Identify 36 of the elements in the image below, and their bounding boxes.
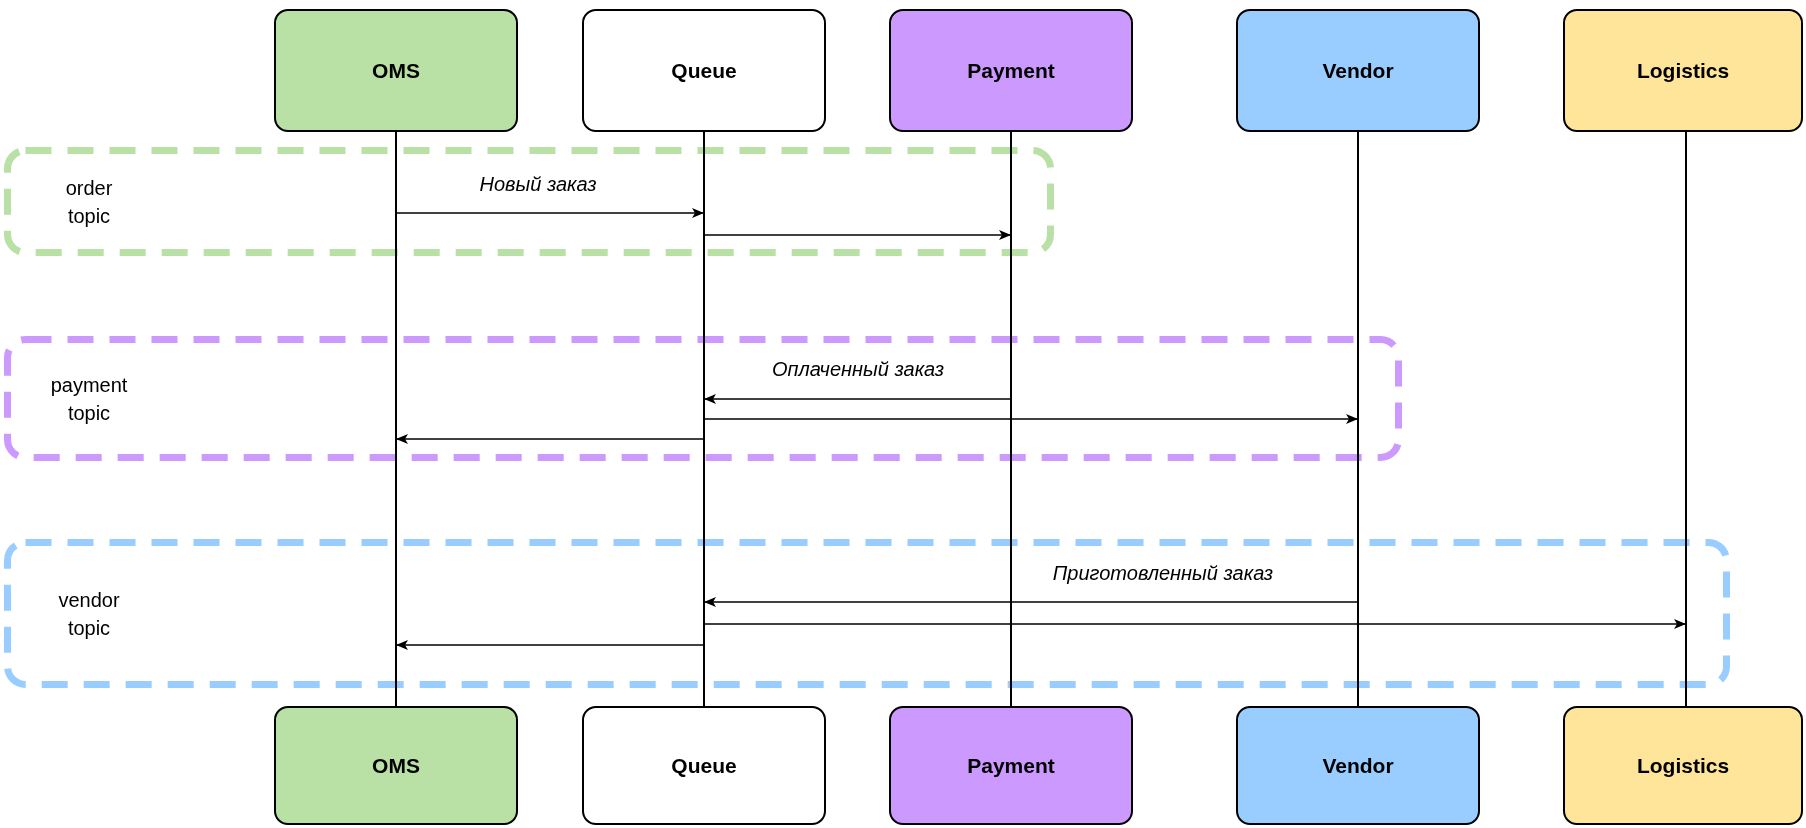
lifeline (1010, 132, 1012, 706)
participant-name: Payment (967, 752, 1055, 779)
participant-name: Vendor (1322, 752, 1394, 779)
participant-box (1563, 706, 1803, 825)
participant-name: OMS (372, 57, 420, 84)
message-arrow (704, 597, 1358, 607)
message-arrow (704, 394, 1011, 404)
participant-name: Logistics (1636, 57, 1730, 84)
message-arrow (704, 619, 1686, 629)
participant-name: Vendor (1322, 57, 1394, 84)
participant-box (582, 9, 826, 132)
participant-box (1236, 706, 1480, 825)
participant-name: Logistics (1636, 752, 1730, 779)
group-label: order topic (64, 175, 114, 229)
message-arrow (396, 208, 704, 218)
participant-box (889, 706, 1133, 825)
lifeline (395, 132, 397, 706)
participant-box (582, 706, 826, 825)
lifeline (703, 132, 705, 706)
participant-box (889, 9, 1133, 132)
participant-box (274, 9, 518, 132)
participant-box (274, 706, 518, 825)
participant-name: Queue (671, 57, 737, 84)
message-arrow (704, 230, 1011, 240)
participant-name: OMS (372, 752, 420, 779)
group-label: vendor topic (57, 587, 121, 641)
participant-name: Queue (671, 752, 737, 779)
message-arrow (396, 640, 704, 650)
message-arrow (396, 434, 704, 444)
lifeline (1357, 132, 1359, 706)
participant-name: Payment (967, 57, 1055, 84)
participant-box (1236, 9, 1480, 132)
lifeline (1685, 132, 1687, 706)
group-label: payment topic (49, 372, 129, 426)
participant-box (1563, 9, 1803, 132)
message-arrow (704, 414, 1358, 424)
